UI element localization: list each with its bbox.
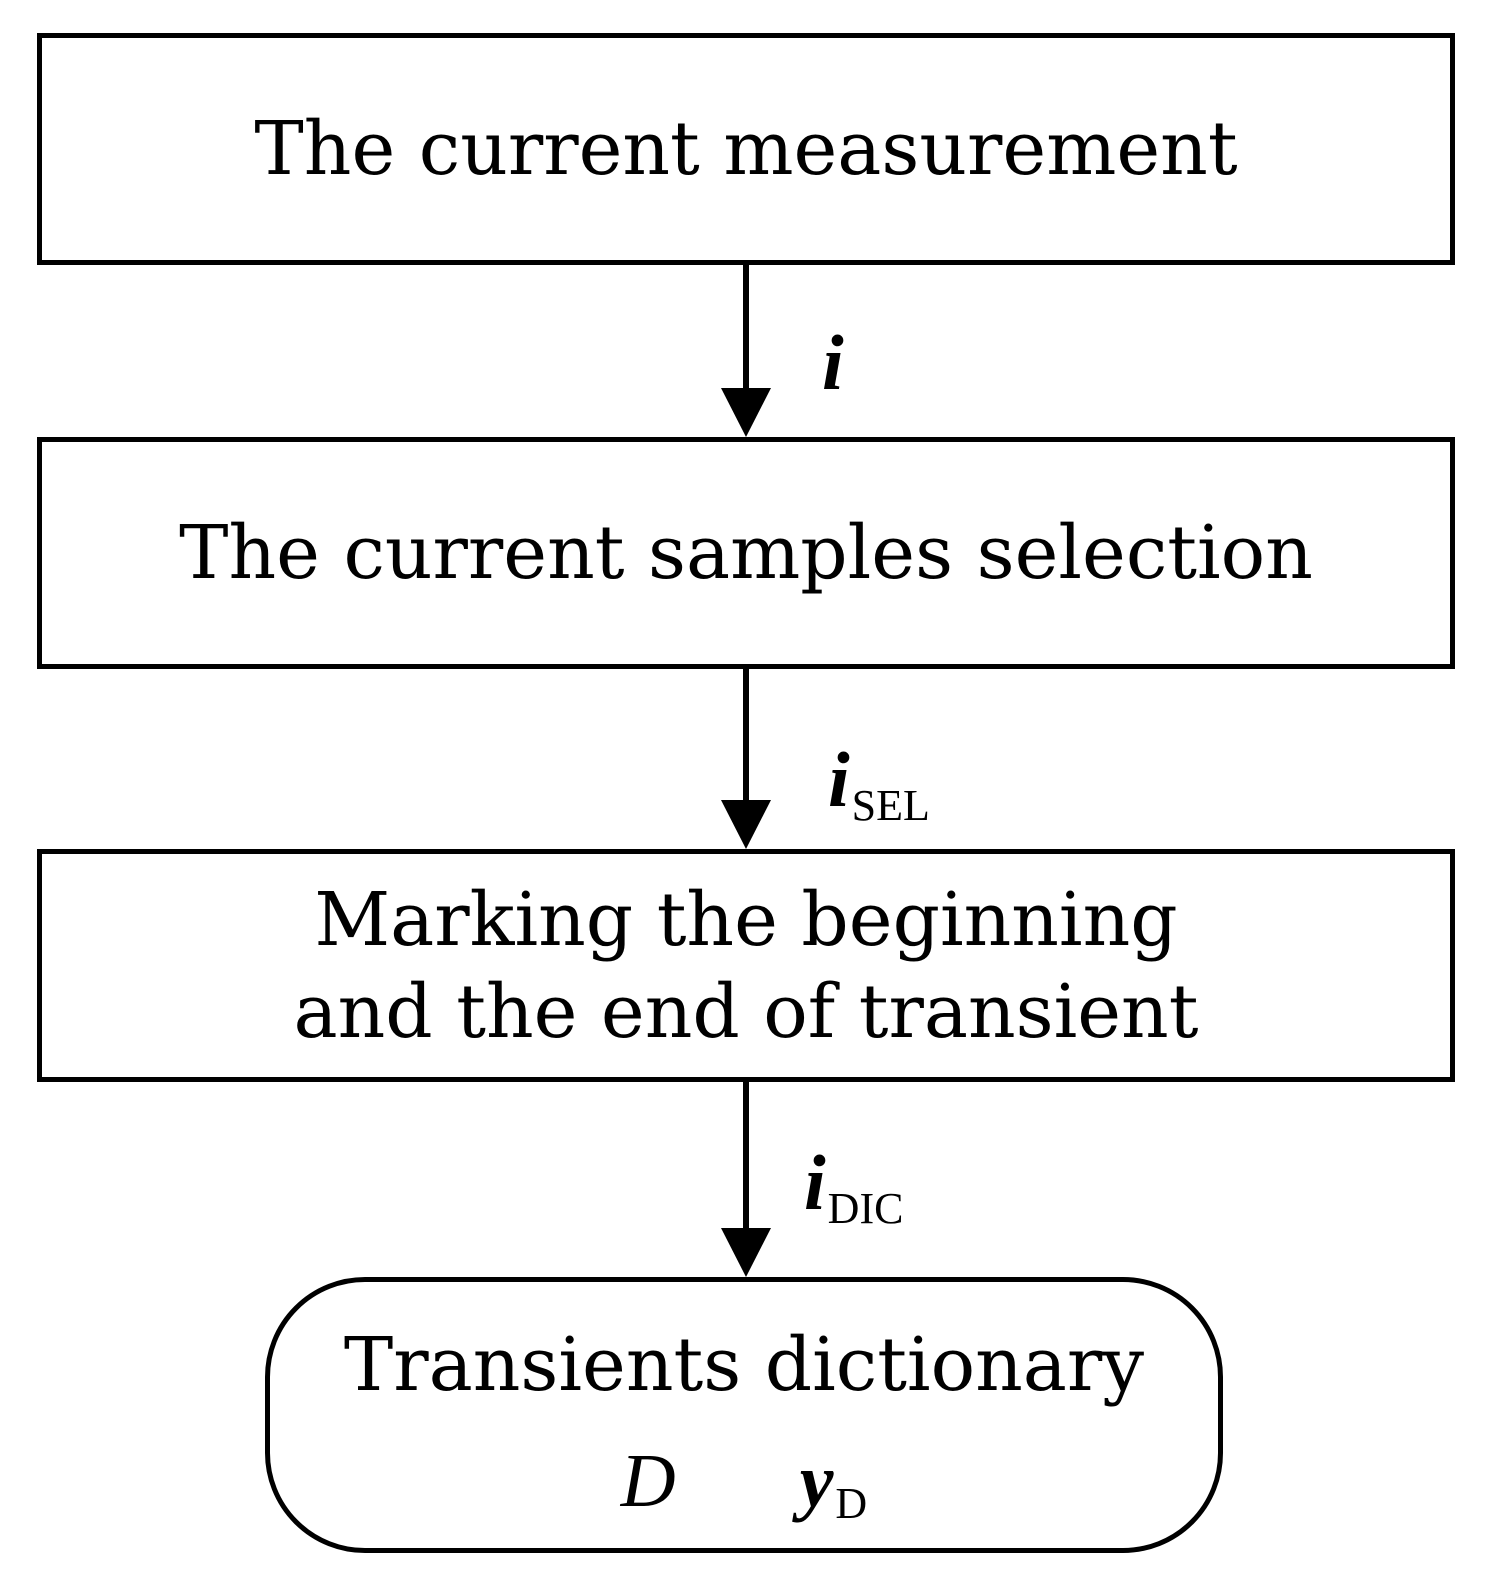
edge-label-i-sel: iSEL — [828, 735, 930, 830]
edge-sub: SEL — [851, 781, 930, 830]
arrow-1-head — [721, 388, 771, 437]
box-label: The current measurement — [254, 106, 1238, 192]
box-marking-transient: Marking the beginning and the end of tra… — [37, 849, 1455, 1082]
symbol-y-subscript: D — [835, 1479, 868, 1528]
symbol-y-var: y — [799, 1439, 834, 1523]
terminal-label: Transients dictionary — [343, 1322, 1145, 1408]
terminal-transients-dictionary: Transients dictionary D yD — [265, 1277, 1223, 1553]
arrow-1 — [721, 265, 771, 437]
arrow-2 — [721, 669, 771, 849]
box-label-line1: Marking the beginning — [314, 876, 1178, 963]
symbol-y: yD — [799, 1438, 868, 1528]
arrow-3-head — [721, 1228, 771, 1277]
edge-var: i — [804, 1139, 826, 1226]
edge-label-i-dic: iDIC — [804, 1138, 903, 1233]
edge-label-i: i — [822, 318, 846, 408]
arrow-2-head — [721, 800, 771, 849]
arrow-3 — [721, 1082, 771, 1277]
symbol-D: D — [620, 1439, 676, 1523]
box-label-line2: and the end of transient — [293, 968, 1199, 1055]
box-current-measurement: The current measurement — [37, 33, 1455, 265]
edge-var: i — [828, 736, 850, 823]
box-samples-selection: The current samples selection — [37, 437, 1455, 669]
dictionary-symbols: D yD — [620, 1438, 868, 1528]
edge-sub: DIC — [827, 1184, 904, 1233]
edge-var: i — [822, 319, 844, 406]
box-label: The current samples selection — [179, 510, 1313, 596]
